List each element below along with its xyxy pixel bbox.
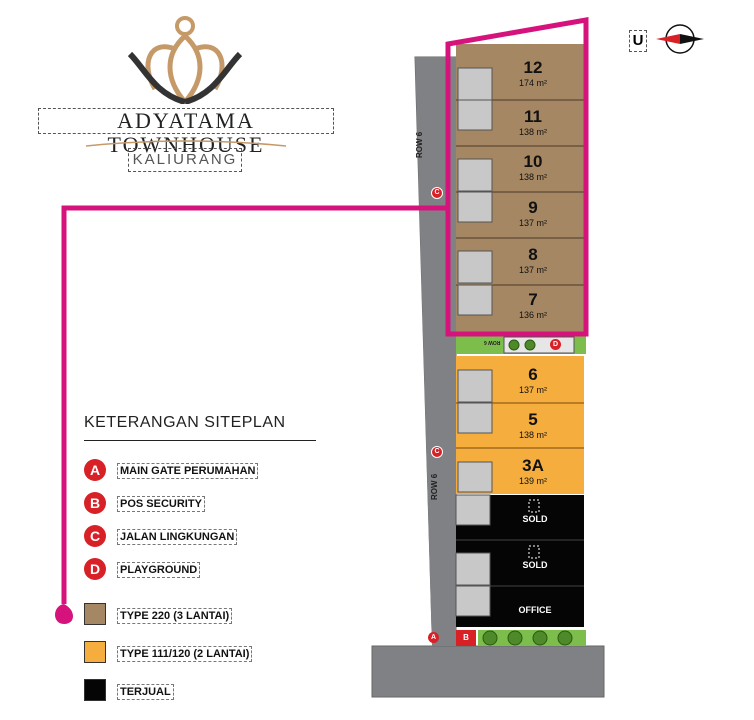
unit-number: 3A [522, 456, 544, 475]
tree-icons [482, 630, 573, 646]
unit-label-8: 8 137 m² [498, 245, 568, 275]
legend-label-type-220: TYPE 220 (3 LANTAI) [117, 608, 233, 624]
marker-b: B [456, 630, 476, 646]
legend-label-type-111: TYPE 111/120 (2 LANTAI) [117, 646, 253, 662]
unit-label-3a: 3A 139 m² [498, 456, 568, 486]
unit-sold-2: SOLD [522, 560, 548, 570]
highlight-end [55, 604, 73, 624]
legend-marker-d: D [84, 558, 106, 580]
road-label-upper: ROW 6 [415, 131, 424, 158]
legend-label-c: JALAN LINGKUNGAN [117, 529, 238, 545]
road-label-lower: ROW 6 [430, 473, 439, 500]
legend-swatch-type-220 [84, 603, 106, 625]
unit-number: 5 [528, 410, 538, 429]
unit-number: 8 [528, 245, 538, 264]
compass-label: U [629, 30, 647, 52]
unit-number: 6 [528, 365, 538, 384]
unit-number: 9 [528, 198, 538, 217]
legend-marker-b: B [84, 492, 106, 514]
unit-area: 138 m² [518, 430, 547, 440]
marker-c-upper: C [431, 187, 443, 199]
lotus-logo-icon [127, 16, 243, 104]
legend-label-terjual: TERJUAL [117, 684, 174, 700]
legend-label-a: MAIN GATE PERUMAHAN [117, 463, 259, 479]
unit-number: 10 [523, 152, 543, 171]
brand-title: ADYATAMA TOWNHOUSE [38, 108, 334, 157]
unit-area: 139 m² [518, 476, 547, 486]
road-label-small: ROW 6 [484, 339, 501, 345]
orange-garages [457, 369, 493, 493]
highlight-frame [445, 17, 589, 337]
legend-label-d: PLAYGROUND [117, 562, 201, 578]
unit-area: 174 m² [518, 78, 547, 88]
legend-rule [84, 440, 316, 441]
unit-number: 12 [523, 58, 543, 77]
unit-label-5: 5 138 m² [498, 410, 568, 440]
black-garages [455, 494, 491, 617]
unit-label-9: 9 137 m² [498, 198, 568, 228]
unit-number: 11 [524, 107, 542, 126]
marker-d: D [550, 339, 561, 350]
unit-label-11: 11 138 m² [498, 107, 568, 137]
unit-label-6: 6 137 m² [498, 365, 568, 395]
unit-area: 137 m² [518, 265, 547, 275]
legend-swatch-type-111 [84, 641, 106, 663]
unit-label-10: 10 138 m² [498, 152, 568, 182]
marker-a: A [428, 632, 439, 643]
compass-icon [656, 24, 704, 54]
unit-area: 138 m² [518, 172, 547, 182]
legend-swatch-terjual [84, 679, 106, 701]
highlight-connector [61, 205, 448, 604]
unit-area: 137 m² [518, 218, 547, 228]
legend-title: KETERANGAN SITEPLAN [84, 414, 286, 431]
road-bottom [371, 645, 605, 698]
unit-label-7: 7 136 m² [498, 290, 568, 320]
marker-c-lower: C [431, 446, 443, 458]
unit-area: 138 m² [518, 127, 547, 137]
unit-label-12: 12 174 m² [498, 58, 568, 88]
brown-garages [457, 67, 493, 316]
unit-office: OFFICE [518, 605, 552, 615]
unit-area: 137 m² [518, 385, 547, 395]
legend-marker-a: A [84, 459, 106, 481]
legend-label-b: POS SECURITY [117, 496, 205, 512]
tree-icons-small [508, 339, 536, 351]
unit-sold-1: SOLD [522, 514, 548, 524]
brand-divider [86, 140, 286, 147]
unit-number: 7 [528, 290, 538, 309]
unit-area: 136 m² [518, 310, 547, 320]
legend-marker-c: C [84, 525, 106, 547]
brand-subtitle: KALIURANG [128, 148, 242, 172]
